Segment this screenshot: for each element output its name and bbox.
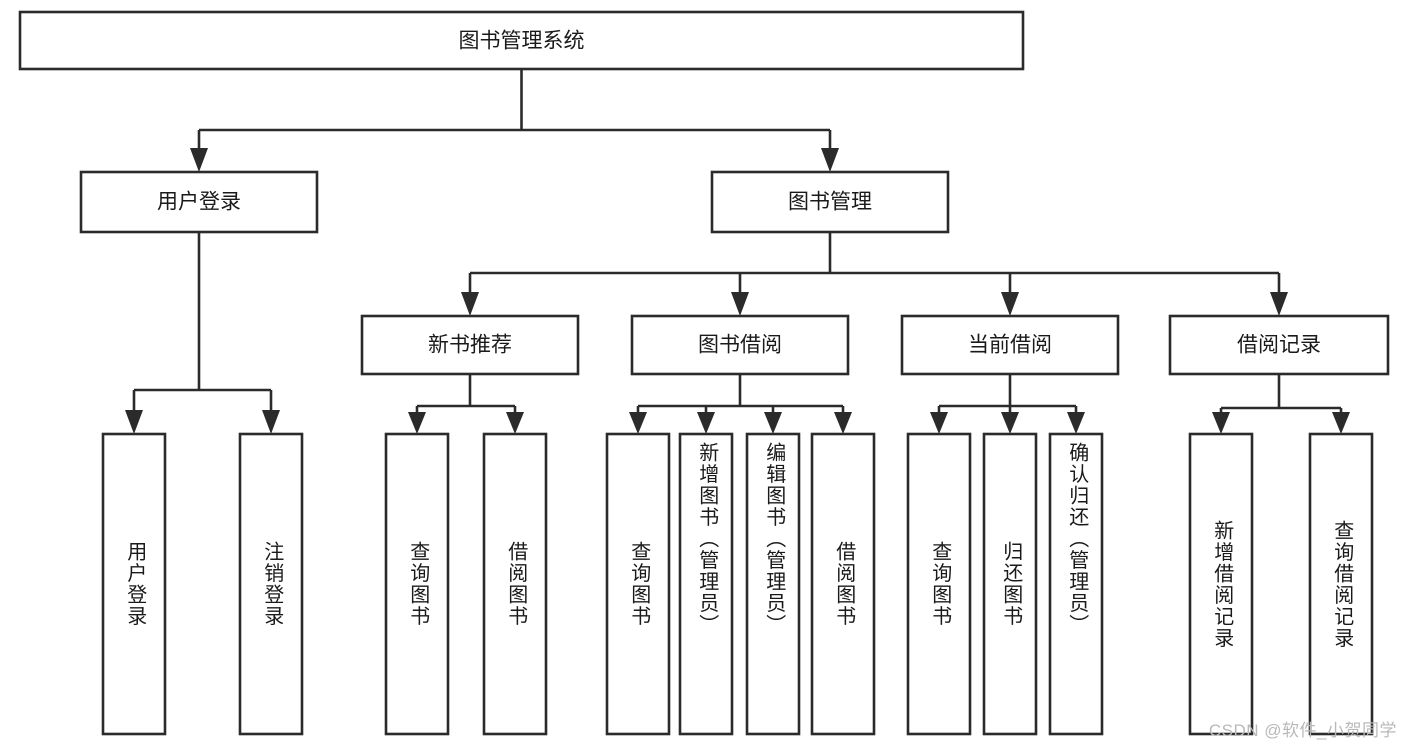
leaf-box-return-book[interactable] (982, 432, 1038, 736)
node-new-book-rec-box[interactable] (360, 314, 580, 376)
arrow-userlogin-to-leaf1 (125, 410, 143, 434)
leaf-box-logout[interactable] (238, 432, 304, 736)
arrow-bookmgmt-to-current (1001, 292, 1019, 316)
arrow-bookmgmt-to-newbook (461, 292, 479, 316)
leaf-box-add-book-admin[interactable] (678, 432, 734, 736)
node-current-borrow-box[interactable] (900, 314, 1120, 376)
leaf-box-query-borrow-record[interactable] (1308, 432, 1374, 736)
node-current-borrow-label: 当前借阅 (968, 334, 1052, 357)
leaf-box-query-book-rec[interactable] (384, 432, 450, 736)
node-layer: 图书管理系统 用户登录 图书管理 新书推荐 图书借阅 当前借阅 借阅记录 (18, 10, 1390, 736)
leaf-box-edit-book-admin[interactable] (745, 432, 801, 736)
leaf-box-add-borrow-record[interactable] (1188, 432, 1254, 736)
arrow-borrow-to-leaf2 (697, 412, 715, 434)
arrow-root-to-book-mgmt (821, 148, 839, 172)
connector-layer (125, 69, 1350, 434)
arrow-newbook-to-leaf1 (408, 412, 426, 434)
arrow-userlogin-to-leaf2 (262, 410, 280, 434)
arrow-current-to-leaf1 (930, 412, 948, 434)
node-book-borrow-label: 图书借阅 (698, 334, 782, 357)
node-book-mgmt-box[interactable] (710, 170, 950, 234)
node-borrow-record-box[interactable] (1168, 314, 1390, 376)
node-user-login-box[interactable] (79, 170, 319, 234)
leaf-box-query-book-borrow[interactable] (605, 432, 671, 736)
arrow-newbook-to-leaf2 (506, 412, 524, 434)
node-root-box[interactable] (18, 10, 1025, 71)
leaf-box-user-login[interactable] (101, 432, 167, 736)
arrow-borrow-to-leaf4 (834, 412, 852, 434)
node-root-label: 图书管理系统 (459, 30, 585, 53)
arrow-bookmgmt-to-record (1270, 292, 1288, 316)
arrow-current-to-leaf2 (1001, 412, 1019, 434)
node-new-book-rec-label: 新书推荐 (428, 334, 512, 357)
arrow-root-to-user-login (190, 148, 208, 172)
arrow-bookmgmt-to-borrow (731, 292, 749, 316)
arrow-borrow-to-leaf3 (764, 412, 782, 434)
leaf-box-confirm-return-admin[interactable] (1048, 432, 1104, 736)
arrow-record-to-leaf1 (1212, 412, 1230, 434)
node-borrow-record-label: 借阅记录 (1237, 334, 1321, 357)
node-book-mgmt-label: 图书管理 (788, 191, 872, 214)
leaf-box-borrow-book-rec[interactable] (482, 432, 548, 736)
node-book-borrow-box[interactable] (630, 314, 850, 376)
arrow-borrow-to-leaf1 (629, 412, 647, 434)
node-user-login-label: 用户登录 (157, 191, 241, 214)
arrow-current-to-leaf3 (1067, 412, 1085, 434)
leaf-box-query-book-current[interactable] (906, 432, 972, 736)
arrow-record-to-leaf2 (1332, 412, 1350, 434)
leaf-box-borrow-book[interactable] (810, 432, 876, 736)
